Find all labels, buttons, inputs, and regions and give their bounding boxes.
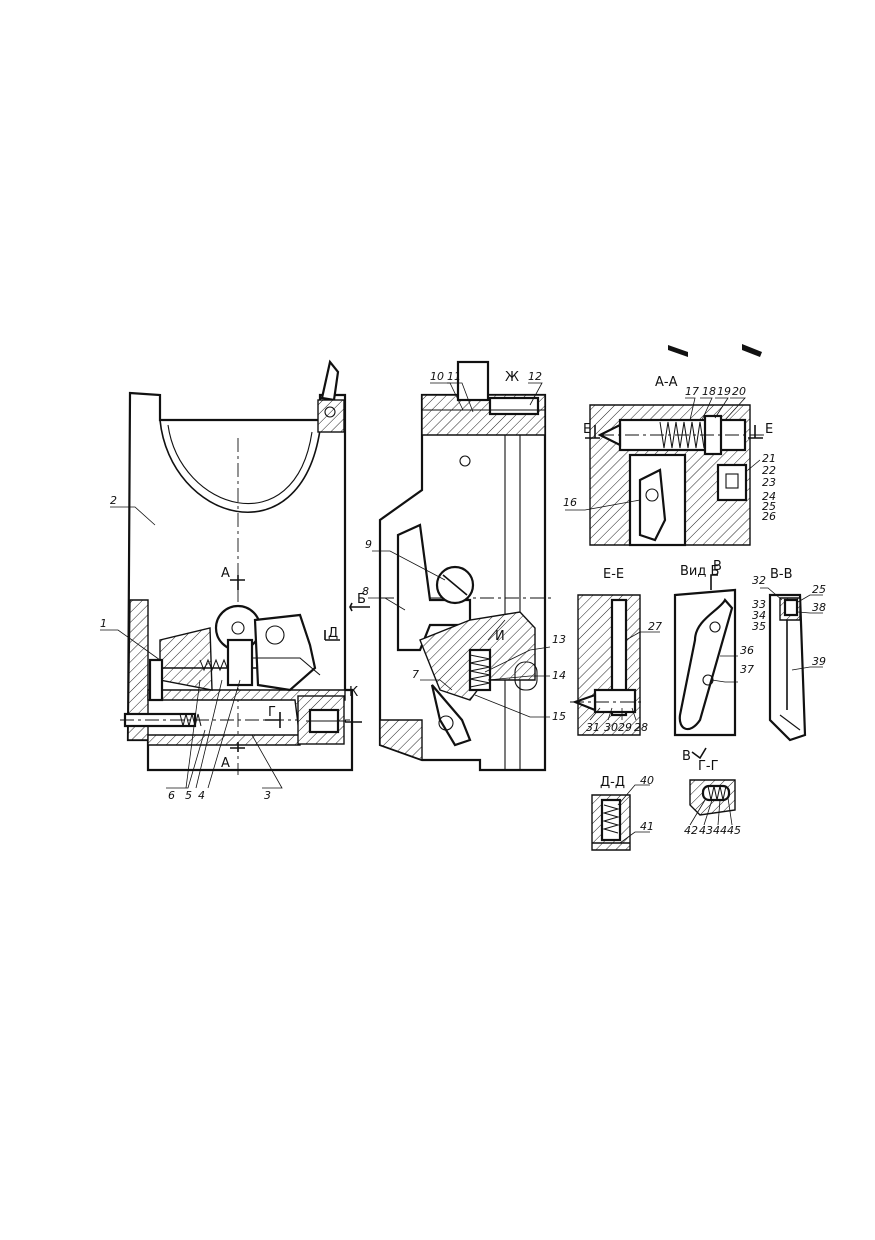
callout-29: 29 [618,721,632,734]
callout-12: 12 [528,370,542,383]
title-section-gg: Г-Г [698,759,719,774]
marker-a-top: А [221,566,230,581]
marker-k: К [349,685,358,700]
callout-7: 7 [412,668,419,681]
callout-15: 15 [552,710,566,723]
callout-43: 43 [699,824,713,837]
callouts-section-ee [589,631,660,721]
marker-a-bottom: А [221,756,230,771]
section-dd [591,794,631,851]
callouts-section-gg [689,797,733,826]
marker-zh: Ж [505,370,519,385]
view-b [673,574,737,760]
callout-31: 31 [586,721,600,734]
title-section-dd: Д-Д [600,775,625,790]
callout-36: 36 [740,644,754,657]
section-vv [768,593,807,742]
callout-32: 32 [752,574,766,587]
callout-1: 1 [100,617,107,630]
marker-v-top: В [713,559,722,574]
callout-2: 2 [110,494,117,507]
callout-44: 44 [713,824,727,837]
callout-13: 13 [552,633,566,646]
callout-19: 19 [717,385,731,398]
callouts-view-b [711,655,738,683]
section-aa [585,404,765,547]
callout-21: 21 [762,452,776,465]
callout-3: 3 [264,789,271,802]
callout-26: 26 [762,510,776,523]
callout-5: 5 [185,789,192,802]
marker-v-bottom: В [682,749,691,764]
callout-35: 35 [752,620,766,633]
callout-11: 11 [447,370,461,383]
callouts-view-1 [100,506,283,789]
callout-45: 45 [727,824,741,837]
callout-8: 8 [362,585,369,598]
corner-marks [668,344,762,357]
callout-22: 22 [762,464,776,477]
marker-d: Д [328,626,338,641]
section-ee [570,594,645,736]
marker-e-right: Е [765,422,773,437]
callout-39: 39 [812,655,826,668]
callout-9: 9 [365,538,372,551]
callout-34: 34 [752,609,766,622]
title-view-b: Вид Б [680,564,719,579]
title-section-ee: Е-Е [603,567,624,582]
callout-25: 25 [812,583,826,596]
title-section-aa: А-А [655,375,678,390]
callout-37: 37 [740,663,754,676]
callout-27: 27 [648,620,662,633]
callout-10: 10 [430,370,444,383]
callout-17: 17 [685,385,699,398]
callout-14: 14 [552,669,566,682]
callout-41: 41 [640,820,654,833]
main-view-middle [378,360,555,772]
marker-i: И [495,629,505,644]
callout-6: 6 [168,789,175,802]
title-section-vv: В-В [770,567,793,582]
marker-e-left: Е [583,422,591,437]
callouts-section-vv [760,587,823,671]
callouts-view-2 [368,382,551,718]
marker-b: Б [357,592,366,607]
callout-30: 30 [604,721,618,734]
callout-38: 38 [812,601,826,614]
callout-33: 33 [752,598,766,611]
callout-42: 42 [684,824,698,837]
callout-28: 28 [634,721,648,734]
callout-23: 23 [762,476,776,489]
callout-20: 20 [732,385,746,398]
callout-4: 4 [198,789,205,802]
marker-g: Г [268,705,276,720]
callout-40: 40 [640,774,654,787]
callouts-section-dd [617,784,650,844]
callout-25-aa: 25 [762,500,776,513]
callout-24: 24 [762,490,776,503]
callout-16: 16 [563,496,577,509]
callouts-section-aa [565,397,761,511]
section-gg [689,779,736,816]
main-view-left [120,359,370,775]
callout-18: 18 [702,385,716,398]
